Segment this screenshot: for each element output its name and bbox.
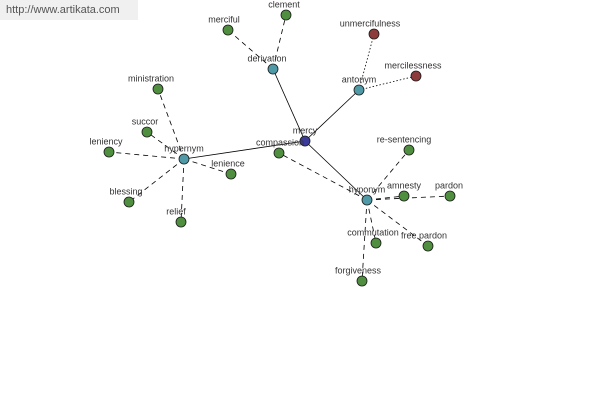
node-unmercifulness[interactable] — [368, 28, 380, 40]
node-derivation[interactable] — [267, 63, 279, 75]
edge-hypernym-succor — [146, 131, 185, 160]
node-label-succor: succor — [132, 116, 159, 126]
node-label-amnesty: amnesty — [387, 180, 422, 190]
node-label-derivation: derivation — [247, 53, 286, 63]
label-layer: mercy derivation antonym hypernym hyponym mer… — [89, 0, 463, 275]
node-leniency[interactable] — [103, 146, 115, 158]
node-clement[interactable] — [280, 9, 292, 21]
edge-hyponym-amnesty — [366, 195, 405, 201]
node-label-forgiveness: forgiveness — [335, 265, 382, 275]
edge-antonym-unmercifulness — [358, 33, 375, 91]
node-commutation[interactable] — [370, 237, 382, 249]
edge-derivation-merciful — [227, 29, 274, 70]
edge-derivation-clement — [272, 14, 287, 70]
edge-mercy-derivation — [272, 68, 306, 142]
node-mercy[interactable] — [299, 135, 311, 147]
node-label-ministration: ministration — [128, 73, 174, 83]
edge-hyponym-pardon — [366, 195, 451, 201]
node-label-hyponym: hyponym — [349, 184, 386, 194]
node-pardon[interactable] — [444, 190, 456, 202]
node-compassion[interactable] — [273, 147, 285, 159]
node-label-merciful: merciful — [208, 14, 240, 24]
node-label-compassion: compassion — [256, 137, 304, 147]
node-label-mercilessness: mercilessness — [384, 60, 442, 70]
node-relief[interactable] — [175, 216, 187, 228]
node-antonym[interactable] — [353, 84, 365, 96]
edge-hyponym-free-pardon — [366, 199, 429, 247]
node-blessing[interactable] — [123, 196, 135, 208]
edge-hypernym-relief — [180, 158, 185, 223]
node-hypernym[interactable] — [178, 153, 190, 165]
node-hyponym[interactable] — [361, 194, 373, 206]
node-label-re-sentencing: re-sentencing — [377, 134, 432, 144]
node-free-pardon[interactable] — [422, 240, 434, 252]
edge-mercy-antonym — [304, 89, 360, 142]
edge-layer — [108, 14, 451, 282]
node-label-hypernym: hypernym — [164, 143, 204, 153]
node-lenience[interactable] — [225, 168, 237, 180]
node-label-blessing: blessing — [109, 186, 142, 196]
node-label-pardon: pardon — [435, 180, 463, 190]
node-label-commutation: commutation — [347, 227, 399, 237]
edge-mercy-hypernym — [183, 140, 306, 160]
edge-hypernym-blessing — [128, 158, 185, 203]
edge-mercy-hyponym — [304, 140, 368, 201]
node-label-relief: relief — [166, 206, 186, 216]
node-label-unmercifulness: unmercifulness — [340, 18, 401, 28]
edge-hyponym-commutation — [366, 199, 377, 244]
node-forgiveness[interactable] — [356, 275, 368, 287]
node-label-leniency: leniency — [89, 136, 123, 146]
node-layer — [103, 9, 456, 287]
node-merciful[interactable] — [222, 24, 234, 36]
edge-hyponym-re-sentencing — [366, 149, 410, 201]
edge-hypernym-leniency — [108, 151, 185, 160]
node-label-clement: clement — [268, 0, 300, 9]
node-mercilessness[interactable] — [410, 70, 422, 82]
edge-hyponym-compassion — [278, 152, 368, 201]
edge-hypernym-ministration — [157, 88, 185, 160]
node-re-sentencing[interactable] — [403, 144, 415, 156]
node-label-antonym: antonym — [342, 74, 377, 84]
node-amnesty[interactable] — [398, 190, 410, 202]
node-label-mercy: mercy — [293, 125, 318, 135]
node-ministration[interactable] — [152, 83, 164, 95]
node-succor[interactable] — [141, 126, 153, 138]
edge-antonym-mercilessness — [358, 75, 417, 91]
node-label-lenience: lenience — [211, 158, 245, 168]
edge-hyponym-forgiveness — [361, 199, 368, 282]
watermark-url[interactable]: http://www.artikata.com — [0, 0, 138, 20]
node-label-free-pardon: free pardon — [401, 230, 447, 240]
